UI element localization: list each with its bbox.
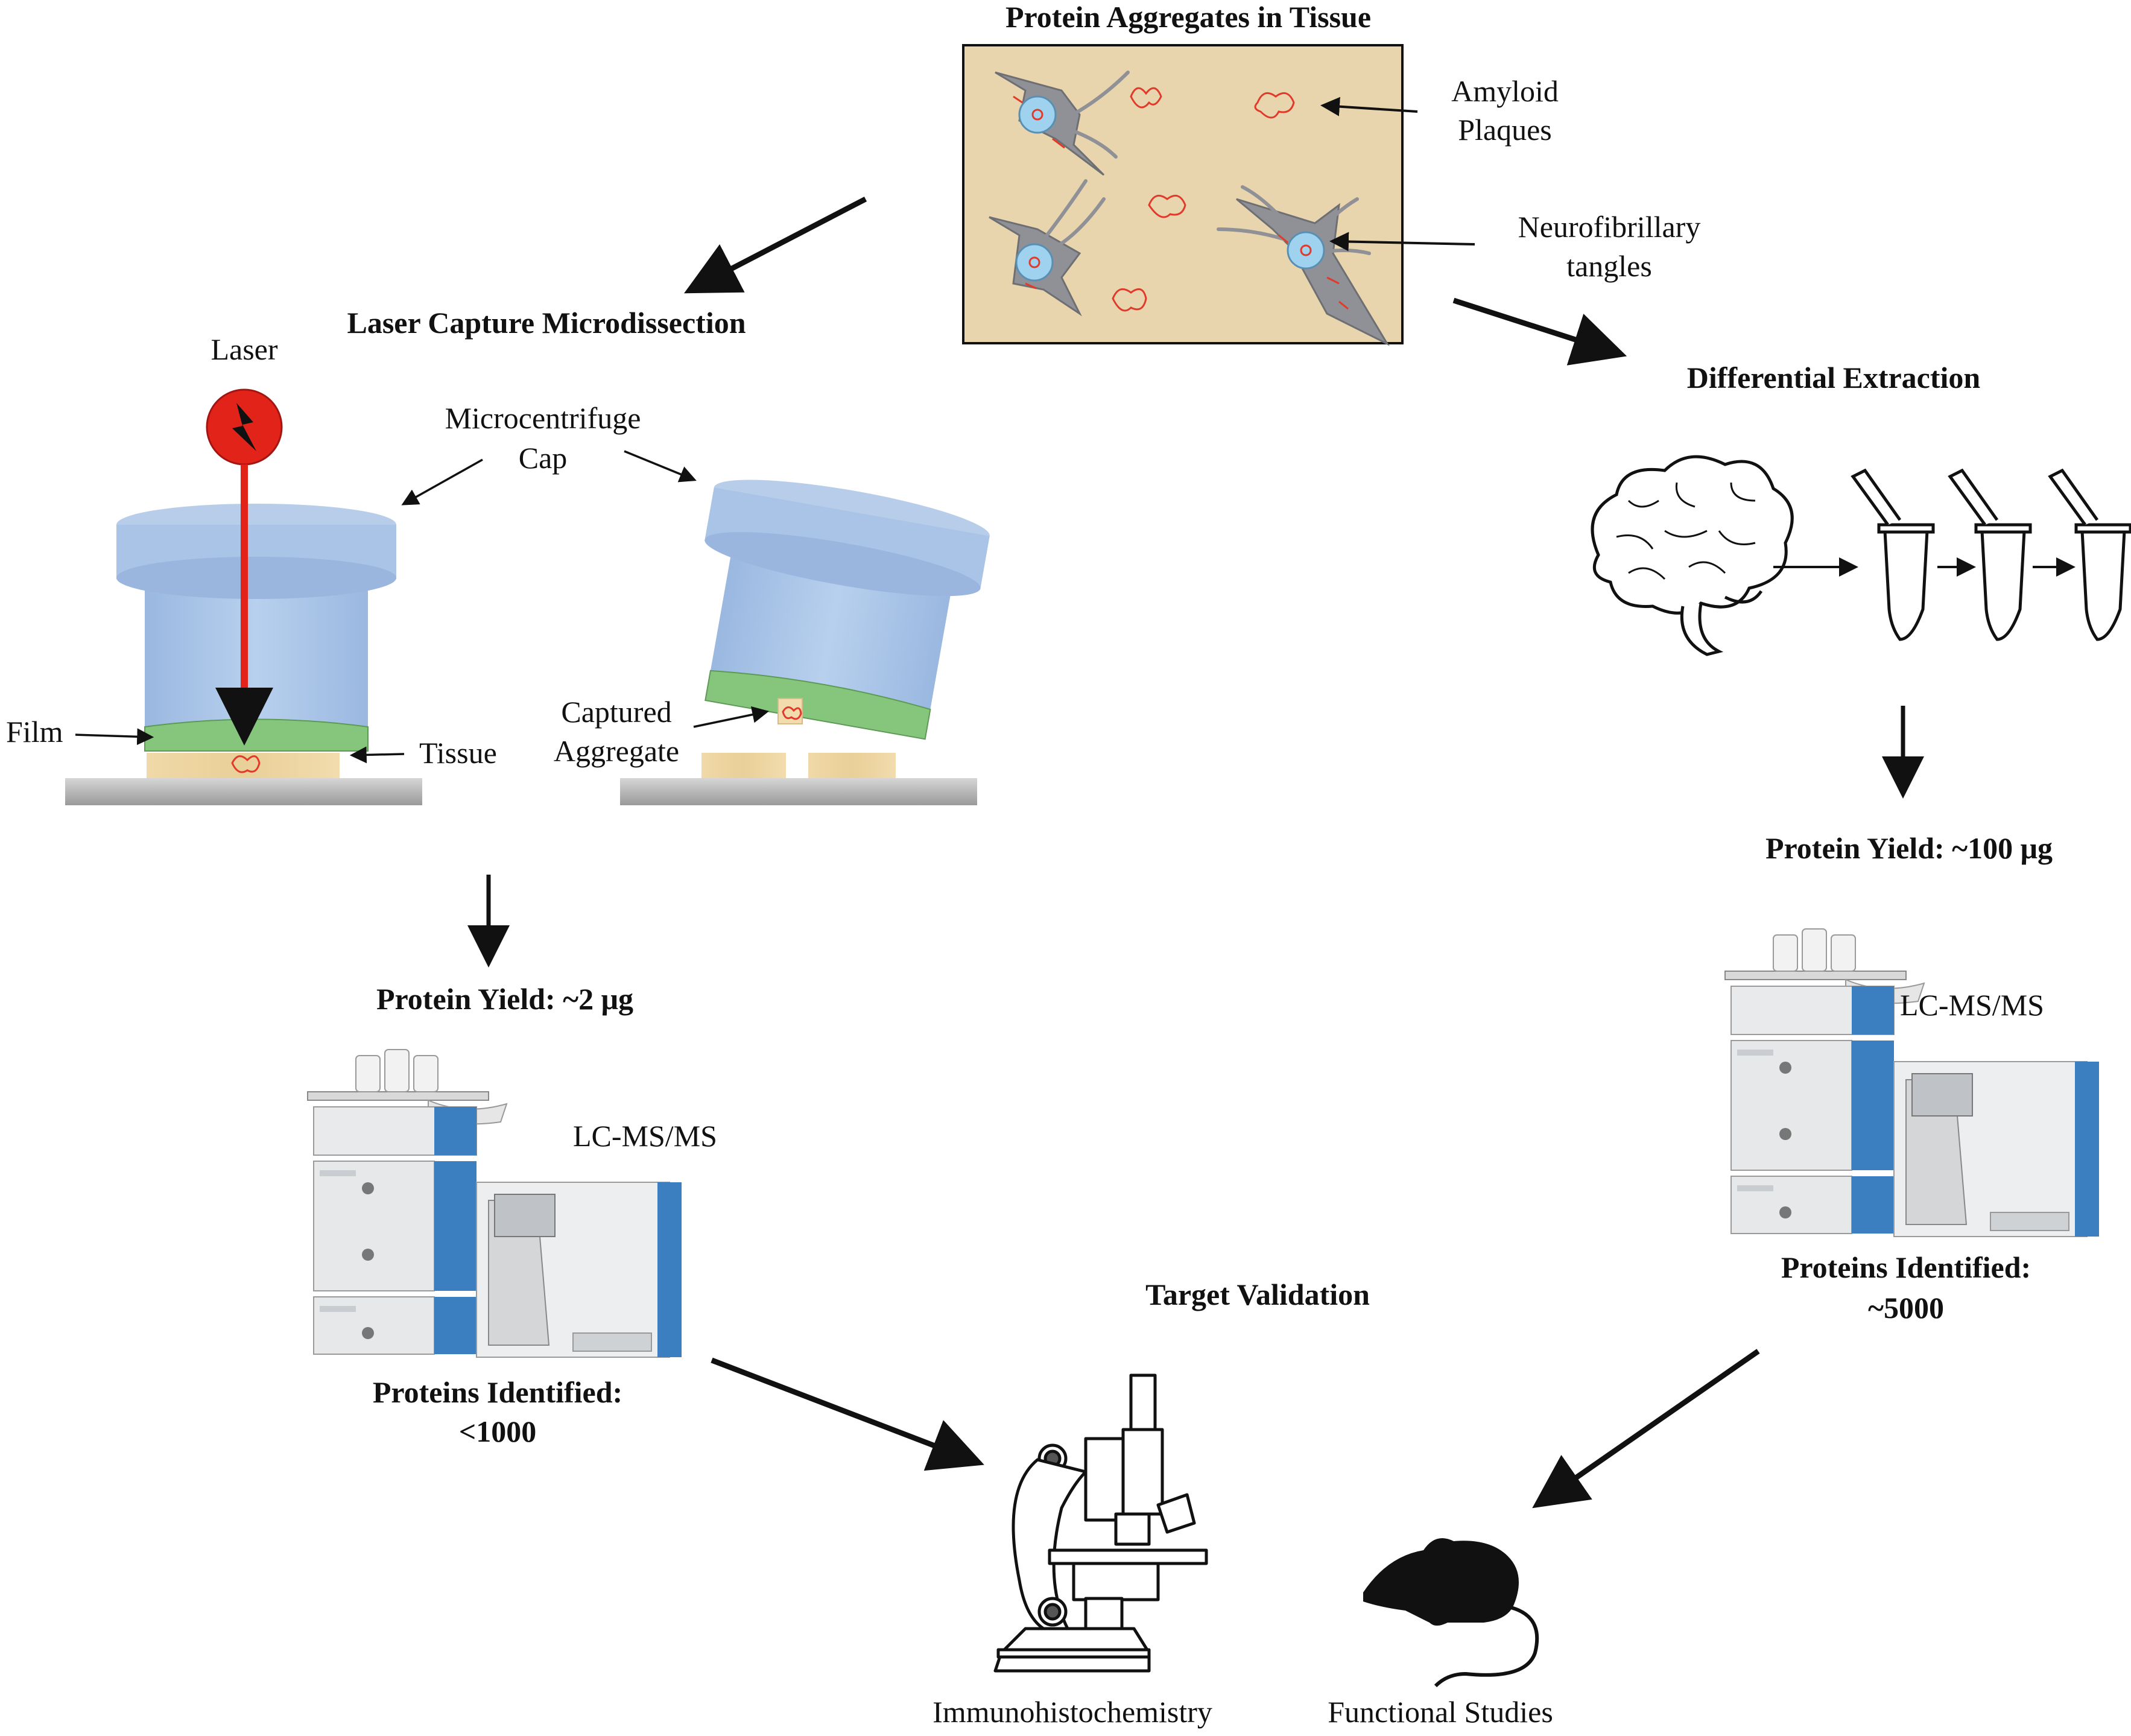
- tissue-panel: Protein Aggregates in Tissue: [962, 0, 1701, 346]
- tissue-strip-right-b: [808, 753, 896, 778]
- tissue-arrow: [349, 746, 405, 764]
- lightning-icon: [232, 403, 256, 451]
- brain-icon: [1591, 455, 1794, 656]
- microcentrifuge-label-2: Cap: [519, 441, 568, 475]
- captured-label-2: Aggregate: [554, 734, 679, 768]
- amyloid-label-1: Amyloid: [1451, 74, 1559, 108]
- lcms-label-left: LC-MS/MS: [573, 1119, 717, 1153]
- arrow-to-functional: [1532, 1349, 1760, 1509]
- tangle-marks: [1013, 95, 1349, 310]
- lcms-label-right: LC-MS/MS: [1900, 988, 2044, 1022]
- arrow-to-ihc: [711, 1357, 984, 1471]
- microscope-icon: [993, 1373, 1208, 1673]
- microcentrifuge-cap-right: [705, 480, 990, 740]
- yield-right: Protein Yield: ~100 μg: [1765, 831, 2053, 865]
- proteins-right-1: Proteins Identified:: [1781, 1250, 2031, 1284]
- tube-icon: [1851, 468, 2131, 641]
- captured-arrow: [693, 706, 770, 728]
- laser-icon: [206, 388, 283, 466]
- film-label: Film: [6, 715, 63, 749]
- functional-label: Functional Studies: [1328, 1695, 1553, 1729]
- cap-arrow-left: [401, 458, 483, 505]
- tissue-strip-right-a: [701, 753, 786, 778]
- ihc-label: Immunohistochemistry: [933, 1695, 1212, 1729]
- film-arrow: [75, 728, 154, 746]
- nft-label-2: tangles: [1566, 249, 1652, 283]
- captured-aggregate-icon: [782, 706, 802, 720]
- lcm-panel: Laser Capture Microdissection Laser Micr…: [6, 306, 990, 805]
- lcm-title: Laser Capture Microdissection: [347, 306, 746, 340]
- nucleus-icon: [1015, 95, 1325, 282]
- brain-folds: [1616, 482, 1756, 580]
- amyloid-plaque-icon: [1112, 87, 1295, 312]
- proteins-left-1: Proteins Identified:: [373, 1375, 622, 1409]
- proteins-right-2: ~5000: [1868, 1291, 1944, 1325]
- slide-left: [65, 778, 422, 805]
- slide-right: [620, 778, 977, 805]
- captured-label-1: Captured: [561, 695, 671, 729]
- lcms-instrument-right: [1724, 928, 2100, 1237]
- captured-aggregate-block: [777, 698, 803, 724]
- tissue-title: Protein Aggregates in Tissue: [1005, 0, 1371, 34]
- extraction-panel: Differential Extraction: [1591, 361, 2131, 656]
- cap-arrow-right: [624, 450, 697, 483]
- nft-arrow: [1329, 232, 1475, 252]
- lcms-instrument-left: [307, 1049, 682, 1358]
- amyloid-arrow: [1320, 97, 1418, 116]
- nft-label-1: Neurofibrillary: [1518, 210, 1701, 244]
- proteins-left-2: <1000: [459, 1414, 537, 1448]
- arrow-to-extraction: [1452, 297, 1627, 366]
- mouse-icon: [1363, 1538, 1539, 1688]
- tissue-label: Tissue: [419, 736, 497, 770]
- aggregate-icon: [231, 755, 261, 773]
- microcentrifuge-label-1: Microcentrifuge: [445, 401, 641, 435]
- microcentrifuge-cap-left: [116, 504, 396, 752]
- amyloid-label-2: Plaques: [1458, 113, 1552, 147]
- arrow-to-lcm: [684, 197, 867, 294]
- laser-label: Laser: [211, 332, 277, 366]
- diff-title: Differential Extraction: [1687, 361, 1981, 394]
- target-validation-title: Target Validation: [1145, 1278, 1370, 1311]
- yield-left: Protein Yield: ~2 μg: [376, 982, 633, 1016]
